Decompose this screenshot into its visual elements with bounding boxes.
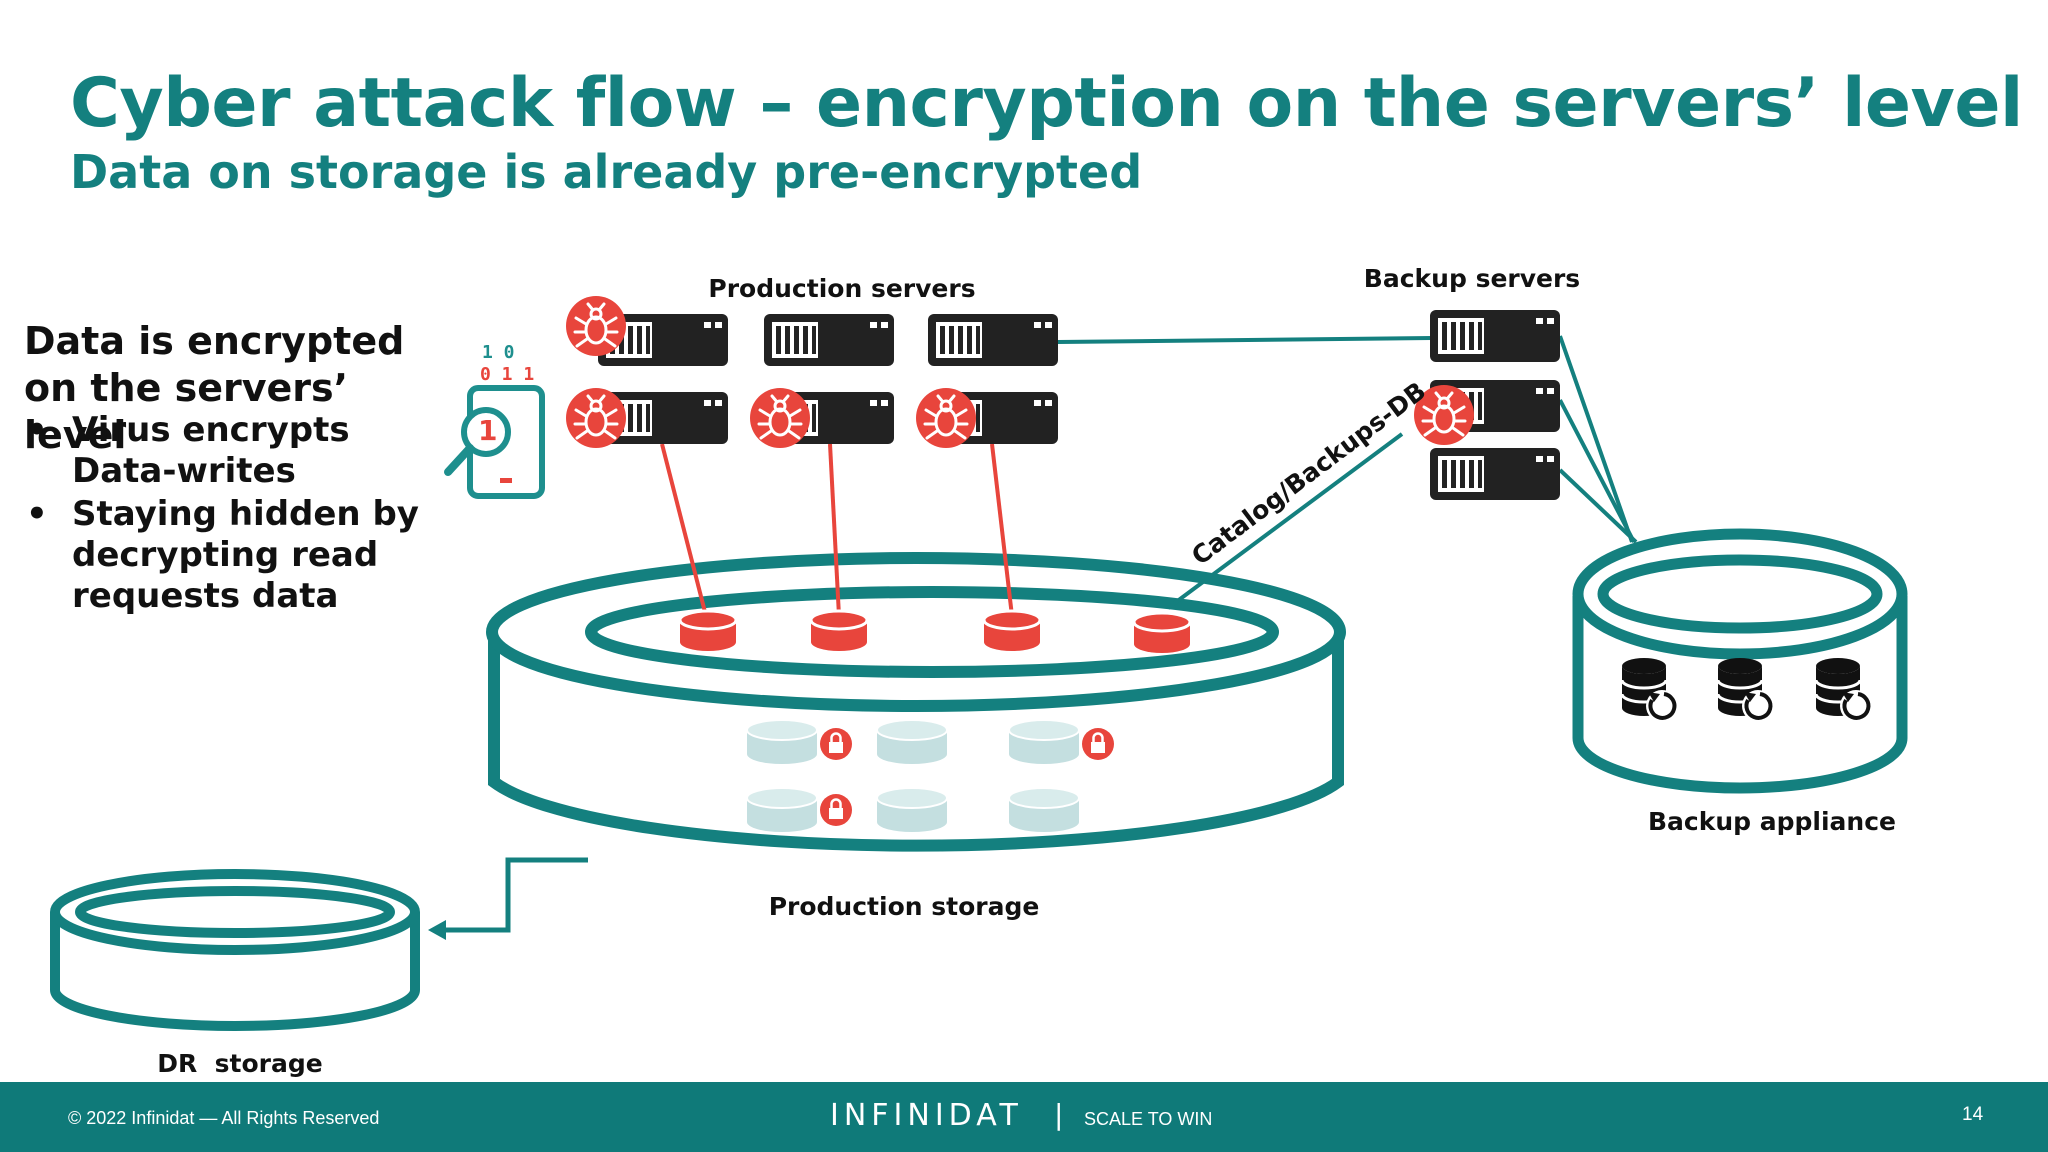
left-bullet-list: •Virus encrypts Data-writes •Staying hid… [24,410,424,619]
backup-lines [1057,335,1638,610]
production-storage-label: Production storage [769,892,1040,921]
binary-digits: 0 1 1 [480,364,534,385]
production-server [928,314,1058,366]
ransomware-device-icon: 1 1 0 0 1 1 [444,342,545,499]
volume-icon [1008,787,1080,833]
brand-logo: INFINIDAT [830,1098,1023,1133]
attack-flow-diagram: 1 1 0 0 1 1 Production servers Backup se… [50,264,1908,1078]
backup-servers-label: Backup servers [1364,264,1580,293]
volume-icon [1008,719,1080,765]
lock-icon [818,792,854,828]
backup-copies [1620,656,1874,724]
slide-subtitle: Data on storage is already pre-encrypted [70,145,1143,199]
production-servers-label: Production servers [708,274,975,303]
dr-storage-ring [50,869,420,1031]
encrypted-volume-icon [982,609,1042,653]
bullet-text: Virus encrypts Data-writes [72,410,350,491]
production-servers [598,314,1058,444]
bullet-item: •Staying hidden by decrypting read reque… [26,494,419,616]
encrypted-volume-icon [678,609,738,653]
virus-bug-icon [748,386,812,450]
virus-bug-icon [914,386,978,450]
bullet-item: •Virus encrypts Data-writes [26,410,350,491]
production-server [764,314,894,366]
page-number: 14 [1962,1104,1984,1125]
volume-icon [746,719,818,765]
tagline: SCALE TO WIN [1084,1109,1213,1129]
backup-appliance-label: Backup appliance [1648,807,1896,836]
encrypted-volume-icon [809,609,869,653]
backup-server [1430,448,1560,500]
infected-write-lines [660,443,1014,617]
virus-bug-icon [564,386,628,450]
replication-arrow [428,857,588,940]
slide-title: Cyber attack flow – encryption on the se… [70,64,2023,143]
volume-icon [876,787,948,833]
lock-icon [1080,726,1116,762]
bullet-text: Staying hidden by decrypting read reques… [72,494,419,616]
encrypted-volume-icon [1132,611,1192,655]
virus-bug-icon [564,294,628,358]
footer-bar: © 2022 Infinidat — All Rights Reserved I… [0,1082,2048,1152]
volume-icon [876,719,948,765]
left-heading: Data is encrypted on the servers’ level [24,319,405,457]
copyright-text: © 2022 Infinidat — All Rights Reserved [68,1108,380,1128]
volume-icon [746,787,818,833]
catalog-label: Catalog/Backups-DB [1186,376,1431,571]
dr-storage-label: DR storage [157,1049,322,1078]
lock-icon [818,726,854,762]
svg-text:1: 1 [478,414,497,447]
binary-digits: 1 0 [482,342,515,363]
footer-separator: | [1054,1098,1064,1131]
backup-server [1430,310,1560,362]
